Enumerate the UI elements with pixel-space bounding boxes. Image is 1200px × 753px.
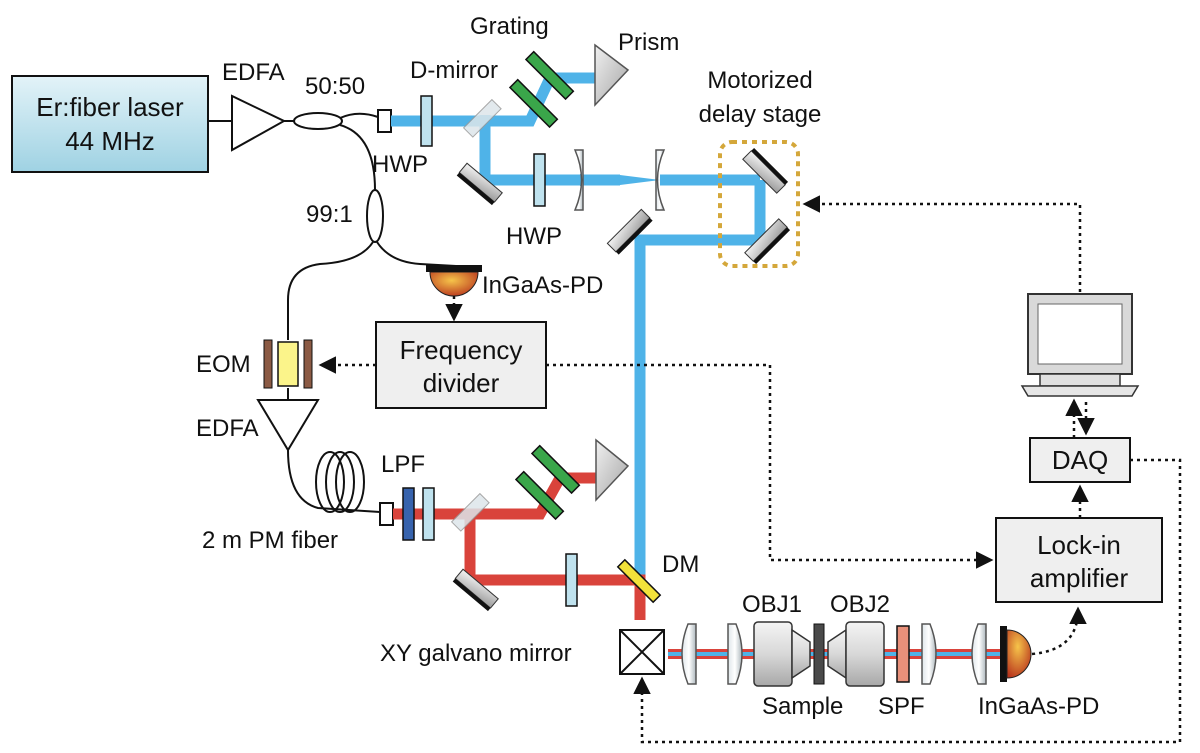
obj1-label: OBJ1 xyxy=(742,591,802,618)
coupler-991-label: 99:1 xyxy=(306,201,353,228)
spf-filter xyxy=(896,625,910,683)
edfa-amplifier-top xyxy=(231,94,287,152)
pd-bottom-label: InGaAs-PD xyxy=(978,693,1099,720)
lockin-label-line2: amplifier xyxy=(1030,563,1129,593)
lpf-label: LPF xyxy=(381,451,425,478)
galvo-label: XY galvano mirror xyxy=(380,640,572,667)
coupler-5050 xyxy=(293,112,343,130)
daq-label: DAQ xyxy=(1052,445,1108,475)
objective-2 xyxy=(827,621,885,687)
hwp-waveplate-3 xyxy=(565,553,578,607)
xy-galvano-mirror[interactable] xyxy=(619,629,665,675)
lockin-label-line1: Lock-in xyxy=(1037,530,1121,560)
signal-lines xyxy=(546,195,1182,744)
prism-label: Prism xyxy=(618,29,679,56)
pm-fiber-coil xyxy=(315,451,365,513)
mirror-bottom-bend xyxy=(452,568,499,612)
pm-fiber-label: 2 m PM fiber xyxy=(202,527,338,554)
photodiode-bottom xyxy=(1000,626,1032,682)
fiber-to-coil xyxy=(287,449,381,513)
edfa-amplifier-bottom xyxy=(256,399,320,452)
eom-label: EOM xyxy=(196,351,251,378)
mirror-top-bend xyxy=(456,162,503,206)
lpf-filter-1 xyxy=(402,487,415,541)
d-mirror-bottom xyxy=(450,492,490,532)
prism-bottom xyxy=(595,438,630,502)
frequency-divider: Frequency divider xyxy=(375,321,547,409)
scan-lens-1 xyxy=(681,623,697,685)
collection-lens-2 xyxy=(971,623,987,685)
hwp-waveplate-2 xyxy=(533,153,546,207)
delay-mirror-1 xyxy=(742,147,789,194)
hwp-1-label: HWP xyxy=(372,151,428,178)
spf-label: SPF xyxy=(878,693,925,720)
coupler-5050-label: 50:50 xyxy=(305,73,365,100)
objective-1 xyxy=(753,621,811,687)
scan-lens-2 xyxy=(727,623,743,685)
lockin-amplifier: Lock-in amplifier xyxy=(995,517,1163,603)
pd-top-label: InGaAs-PD xyxy=(482,272,603,299)
blue-beam-focus xyxy=(620,175,660,185)
photodiode-top xyxy=(426,265,482,297)
laser-label-line2: 44 MHz xyxy=(65,126,155,156)
fiber-to-collimator xyxy=(339,112,379,119)
lens-top-1 xyxy=(573,149,584,211)
grating-top-1 xyxy=(508,78,559,129)
daq-unit: DAQ xyxy=(1029,437,1131,483)
computer-icon xyxy=(1020,293,1140,397)
dm-label: DM xyxy=(662,551,699,578)
d-mirror-top xyxy=(462,98,502,138)
fiber-to-pd xyxy=(376,241,457,267)
dichroic-mirror xyxy=(616,558,662,604)
grating-bottom-2 xyxy=(530,444,581,495)
eom-modulator xyxy=(263,339,313,389)
lens-top-2 xyxy=(655,149,666,211)
fiber-to-eom xyxy=(287,241,374,340)
fiber-collimator-bottom xyxy=(379,502,394,526)
divider-label-line1: Frequency xyxy=(400,335,523,365)
blue-beam-focus-in xyxy=(580,174,620,186)
divider-label-line2: divider xyxy=(423,368,500,398)
sample-slide xyxy=(813,623,825,685)
d-mirror-label: D-mirror xyxy=(410,57,498,84)
prism-top xyxy=(594,43,630,107)
edfa-bottom-label: EDFA xyxy=(196,415,259,442)
grating-label: Grating xyxy=(470,13,549,40)
delay-stage-label-line2: delay stage xyxy=(699,101,822,128)
sample-label: Sample xyxy=(762,693,843,720)
grating-bottom-1 xyxy=(514,470,565,521)
hwp-waveplate-1 xyxy=(420,95,433,147)
fiber-collimator-top xyxy=(377,109,392,133)
mirror-turn-down xyxy=(606,208,653,255)
hwp-2-label: HWP xyxy=(506,223,562,250)
delay-mirror-2 xyxy=(744,218,791,265)
obj2-label: OBJ2 xyxy=(830,591,890,618)
laser-source: Er:fiber laser 44 MHz xyxy=(11,75,209,173)
delay-stage-outline[interactable] xyxy=(718,140,800,268)
lpf-filter-2 xyxy=(422,487,435,541)
red-beam xyxy=(393,472,646,620)
coupler-991 xyxy=(366,189,384,243)
collection-lens-1 xyxy=(921,623,937,685)
laser-label-line1: Er:fiber laser xyxy=(36,92,184,122)
fiber-to-991 xyxy=(339,124,376,191)
delay-stage-label-line1: Motorized xyxy=(707,67,812,94)
edfa-top-label: EDFA xyxy=(222,59,285,86)
grating-top-2 xyxy=(524,50,575,101)
